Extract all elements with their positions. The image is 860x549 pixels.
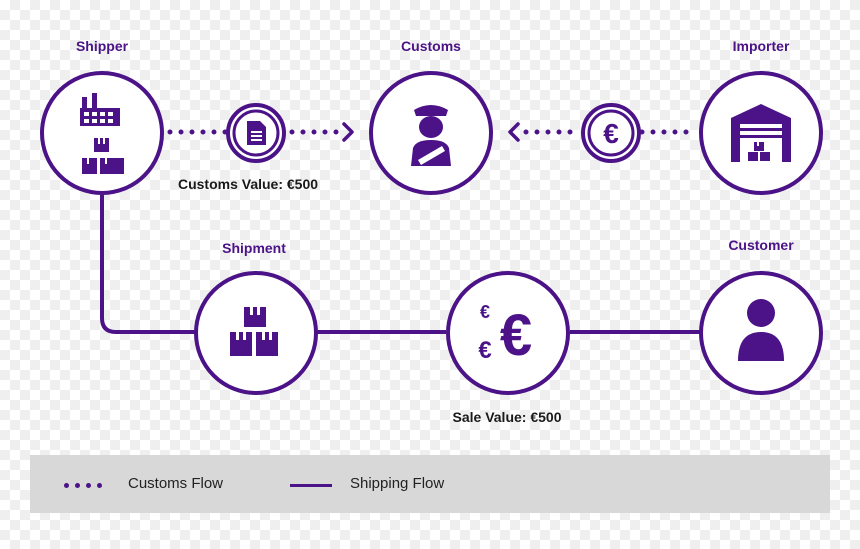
factory-with-boxes-icon [80,93,124,174]
euro-coins-icon: € € € [478,302,532,368]
arrow-right-icon [342,122,354,142]
person-icon [738,299,784,361]
customer-title: Customer [728,237,794,253]
customs-flow-legend-label: Customs Flow [128,475,224,492]
sale-value-label: Sale Value: €500 [452,409,562,425]
importer-node [699,71,823,195]
boxes-icon [230,307,278,356]
euro-connector: € [581,103,641,163]
shipper-title: Shipper [75,38,129,54]
shipment-title: Shipment [222,240,286,256]
shipping-flow-line [100,195,196,334]
shipment-node [194,271,318,395]
customs-value-label: Customs Value: €500 [177,176,319,192]
customs-node [369,71,493,195]
euro-small-top-icon: € [480,302,490,322]
shipping-flow-legend-icon [290,484,332,487]
shipping-flow-legend-label: Shipping Flow [350,475,445,492]
document-icon [247,121,266,145]
customs-title: Customs [401,38,461,54]
arrow-left-icon [508,122,520,142]
customs-officer-icon [411,105,451,166]
euro-large-icon: € [500,303,532,368]
legend: Customs Flow Shipping Flow [30,455,830,513]
document-connector [226,103,286,163]
shipper-node [40,71,164,195]
warehouse-icon [731,104,791,162]
sale-node: € € € [446,271,570,395]
importer-title: Importer [732,38,790,54]
customer-node [699,271,823,395]
euro-small-bottom-icon: € [478,337,491,364]
euro-icon: € [603,118,619,149]
customs-flow-legend-icon [64,483,108,489]
